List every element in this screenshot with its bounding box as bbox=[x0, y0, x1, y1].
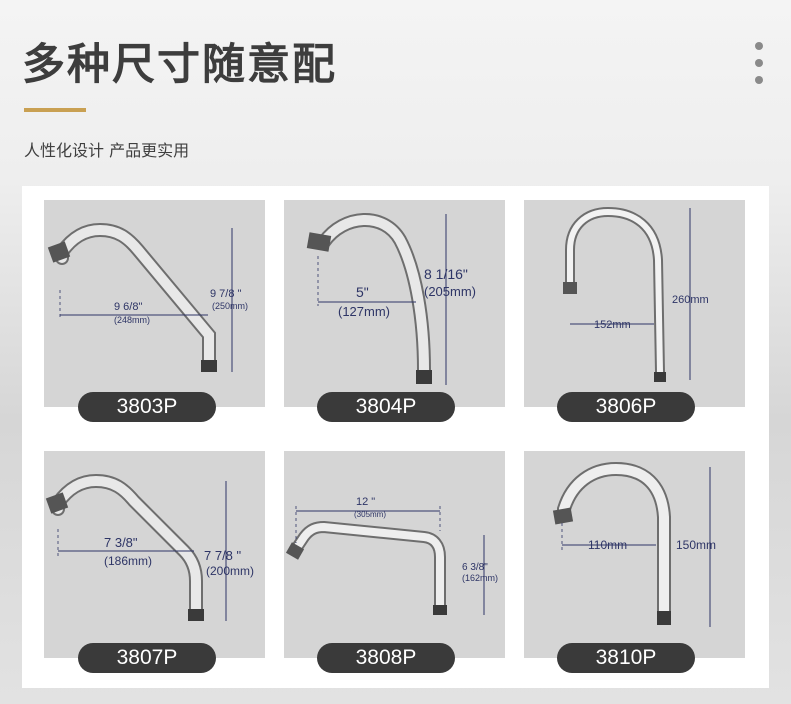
dim-3810p-width: 110mm bbox=[588, 538, 627, 552]
dim-3808p-width: 12 " bbox=[356, 496, 375, 508]
spout-3804p-icon bbox=[317, 213, 431, 377]
dim-3806p-height: 260mm bbox=[672, 294, 709, 306]
dim-3803p-width: 9 6/8" bbox=[114, 301, 142, 313]
product-card-3806p: 152mm 260mm bbox=[524, 200, 745, 407]
product-card-3808p: 12 " (305mm) 6 3/8" (162mm) bbox=[284, 451, 505, 658]
page-subtitle: 人性化设计 产品更实用 bbox=[24, 141, 190, 160]
product-card-3807p: 7 3/8" (186mm) 7 7/8 " (200mm) bbox=[44, 451, 265, 658]
model-label-3804p: 3804P bbox=[317, 392, 455, 422]
dim-3803p-width-mm: (248mm) bbox=[114, 315, 150, 325]
dim-3804p-height: 8 1/16" bbox=[424, 266, 468, 282]
product-card-3810p: 110mm 150mm bbox=[524, 451, 745, 658]
dim-3808p-height-mm: (162mm) bbox=[462, 573, 498, 583]
dim-3804p-width: 5" bbox=[356, 284, 369, 300]
dim-3807p-width: 7 3/8" bbox=[104, 535, 138, 550]
model-label-3807p: 3807P bbox=[78, 643, 216, 673]
model-label-3810p: 3810P bbox=[557, 643, 695, 673]
dim-3808p-width-mm: (305mm) bbox=[354, 510, 386, 519]
dim-3803p-height: 9 7/8 " bbox=[210, 288, 242, 300]
vertical-dots-icon[interactable] bbox=[755, 42, 767, 93]
product-card-3803p: 9 6/8" (248mm) 9 7/8 " (250mm) bbox=[44, 200, 265, 407]
dim-3803p-height-mm: (250mm) bbox=[212, 301, 248, 311]
dim-3807p-height: 7 7/8 " bbox=[204, 548, 242, 563]
spout-3806p-icon bbox=[565, 206, 665, 377]
dim-3810p-height: 150mm bbox=[676, 538, 716, 552]
product-card-3804p: 5" (127mm) 8 1/16" (205mm) bbox=[284, 200, 505, 407]
page-title: 多种尺寸随意配 bbox=[22, 40, 337, 90]
dim-3808p-height: 6 3/8" bbox=[462, 562, 488, 573]
dim-3804p-height-mm: (205mm) bbox=[424, 284, 476, 299]
dim-3804p-width-mm: (127mm) bbox=[338, 304, 390, 319]
model-label-3808p: 3808P bbox=[317, 643, 455, 673]
model-label-3806p: 3806P bbox=[557, 392, 695, 422]
accent-bar bbox=[24, 108, 86, 112]
dim-3807p-height-mm: (200mm) bbox=[206, 564, 254, 578]
dim-3807p-width-mm: (186mm) bbox=[104, 554, 152, 568]
model-label-3803p: 3803P bbox=[78, 392, 216, 422]
dim-3806p-width: 152mm bbox=[594, 319, 631, 331]
